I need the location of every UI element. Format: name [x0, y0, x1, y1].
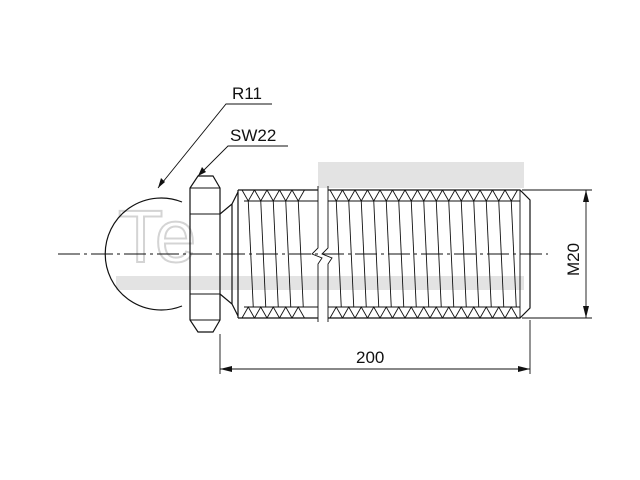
thread-tooth [342, 189, 356, 202]
thread-label: M20 [564, 243, 583, 276]
watermark-text: Te [118, 195, 196, 278]
thread-tooth [367, 306, 381, 319]
thread-tooth [454, 306, 468, 319]
thread-tooth [492, 306, 506, 319]
break-line-left [311, 186, 323, 322]
thread-tooth [241, 306, 255, 319]
thread-pitch-line [348, 200, 355, 308]
thread-tooth [429, 306, 443, 319]
thread-tooth [291, 306, 305, 319]
thread-tooth [442, 189, 456, 202]
thread-tooth [279, 189, 293, 202]
thread-tooth [379, 306, 393, 319]
thread-tooth [367, 189, 381, 202]
thread-tooth [454, 189, 468, 202]
thread-tooth [266, 189, 280, 202]
thread-tooth [291, 189, 305, 202]
thread-tooth [492, 189, 506, 202]
break-line-right [321, 186, 333, 322]
wrench-size-label: SW22 [230, 126, 276, 145]
thread-pitch-line [448, 200, 455, 308]
thread-tooth [404, 306, 418, 319]
thread-tooth [392, 306, 406, 319]
watermark: Te [116, 162, 524, 290]
thread-tooth [479, 189, 493, 202]
thread-tooth [266, 306, 280, 319]
leader-sw22 [197, 145, 288, 177]
thread-dimension [522, 189, 592, 319]
thread-pitch-line [410, 200, 417, 308]
length-dimension [219, 320, 531, 374]
thread-tooth [254, 306, 268, 319]
watermark-block [318, 162, 524, 188]
thread-tooth [429, 189, 443, 202]
thread-tooth [467, 189, 481, 202]
thread-tooth [254, 189, 268, 202]
thread-tooth [504, 306, 518, 319]
thread-tooth [279, 306, 293, 319]
thread-tooth [392, 189, 406, 202]
thread-tooth [329, 306, 343, 319]
thread-pitch-line [473, 200, 480, 308]
thread-tooth [417, 306, 431, 319]
hex-nut [189, 175, 221, 333]
radius-label: R11 [232, 84, 262, 103]
length-label: 200 [356, 348, 384, 367]
leader-r11 [157, 103, 272, 189]
thread-tooth [467, 306, 481, 319]
watermark-band [116, 276, 524, 290]
threaded-shaft [237, 189, 531, 319]
thread-tooth [342, 306, 356, 319]
thread-tooth [241, 189, 255, 202]
thread-pitch-line [285, 200, 292, 308]
thread-tooth [354, 306, 368, 319]
thread-tooth [417, 189, 431, 202]
thread-tooth [329, 189, 343, 202]
thread-tooth [354, 189, 368, 202]
thread-tooth [479, 306, 493, 319]
thread-tooth [504, 189, 518, 202]
thread-tooth [379, 189, 393, 202]
thread-tooth [442, 306, 456, 319]
thread-tooth [404, 189, 418, 202]
